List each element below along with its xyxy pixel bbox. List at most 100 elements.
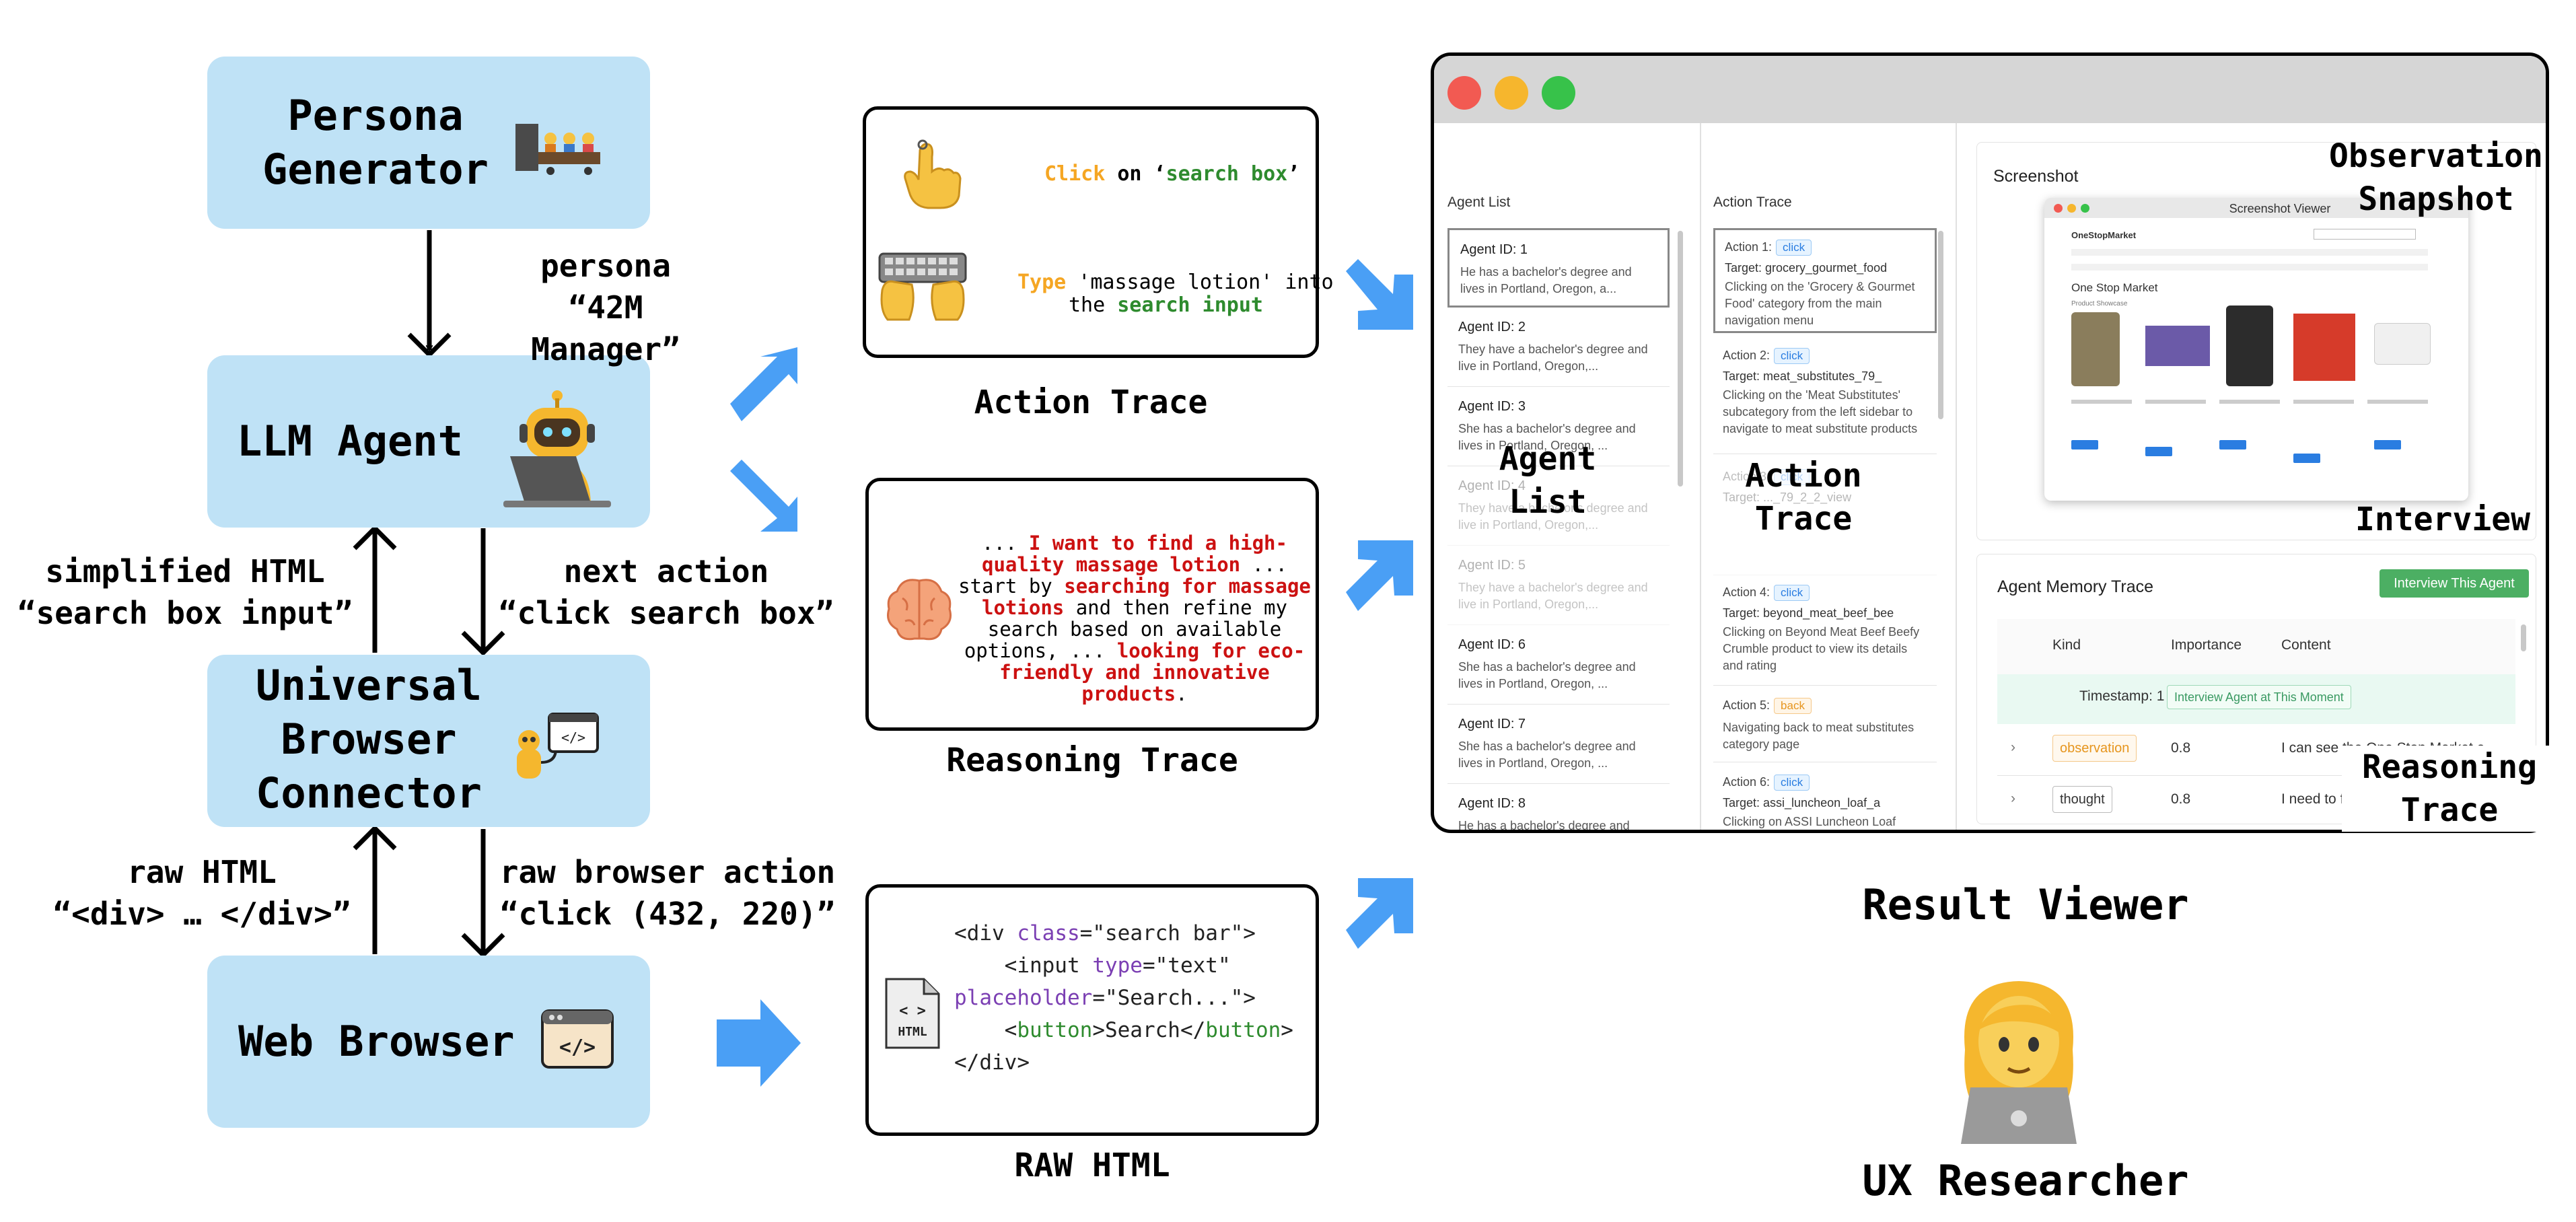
ux-researcher-icon (1961, 981, 2077, 1144)
svg-text:</>: </> (561, 729, 585, 746)
reasoning-trace-card: ... I want to find a high-quality massag… (865, 478, 1319, 731)
memory-kind-tag: observation (2052, 735, 2137, 762)
blue-arrows (717, 259, 1413, 1087)
reasoning-highlight-1: I want to find a high-quality massage lo… (982, 532, 1287, 576)
screenshot-label: Screenshot (1993, 167, 2079, 186)
window-titlebar (1434, 56, 2546, 123)
agent-desc: They have a bachelor's degree and live i… (1458, 501, 1648, 532)
mini-close-dot (2054, 204, 2063, 213)
html-file-icon: < > HTML (885, 978, 940, 1049)
action-desc: Navigating back to meat substitutes cate… (1723, 721, 1915, 751)
action-label: Action 6: (1723, 775, 1770, 789)
minimize-dot[interactable] (1495, 76, 1528, 110)
action-label: Action 3: (1723, 470, 1770, 483)
screenshot-viewer: Screenshot Viewer OneStopMarket One Stop… (2044, 198, 2468, 501)
screenshot-panel: Screenshot Screenshot Viewer OneStopMark… (1976, 142, 2536, 540)
result-viewer-caption: Result Viewer (1862, 880, 2189, 929)
universal-browser-connector-box: Universal Browser Connector </> (207, 655, 650, 827)
expand-chevron-icon[interactable]: › (2011, 791, 2015, 806)
mini-store-title: One Stop Market (2071, 281, 2158, 294)
agent-id: Agent ID: 1 (1460, 242, 1528, 257)
content-column-header: Content (2281, 637, 2331, 653)
llm-agent-title: LLM Agent (237, 417, 463, 466)
action-item[interactable]: Action 6:click Target: assi_luncheon_loa… (1713, 765, 1937, 830)
reasoning-trace-caption: Reasoning Trace (946, 742, 1238, 779)
memory-trace-panel: Agent Memory Trace Interview This Agent … (1976, 554, 2536, 824)
maximize-dot[interactable] (1542, 76, 1575, 110)
agent-list-scrollbar[interactable] (1678, 231, 1683, 487)
action-item[interactable]: Action 4:click Target: beyond_meat_beef_… (1713, 578, 1937, 686)
type-verb: Type (1017, 271, 1067, 294)
agent-desc: She has a bachelor's degree and lives in… (1458, 660, 1636, 690)
universal-browser-connector-title: Universal Browser Connector (256, 661, 482, 818)
memory-table-header (1997, 619, 2515, 675)
click-on-word: on ‘ (1105, 162, 1166, 186)
agent-desc: She has a bachelor's degree and lives in… (1458, 740, 1636, 770)
agent-id: Agent ID: 6 (1458, 637, 1526, 652)
robot-laptop-icon (503, 390, 611, 507)
reasoning-highlight-2: searching for massage lotions (982, 575, 1311, 619)
raw-html-caption: RAW HTML (1014, 1147, 1170, 1184)
action-item[interactable]: Action 5:back Navigating back to meat su… (1713, 688, 1937, 762)
agent-id: Agent ID: 5 (1458, 558, 1526, 573)
action-desc: Clicking on the 'Meat Substitutes' subca… (1723, 388, 1918, 435)
reasoning-part-4: . (1176, 682, 1188, 705)
mini-add-button (2219, 440, 2246, 450)
mini-add-button (2374, 440, 2401, 450)
mini-product-1 (2071, 312, 2120, 386)
action-label: Action 4: (1723, 585, 1770, 599)
mini-max-dot (2081, 204, 2089, 213)
agent-desc: He has a bachelor's degree and lives in … (1458, 819, 1630, 832)
expand-chevron-icon[interactable]: › (2011, 740, 2015, 755)
mini-product-4 (2293, 314, 2355, 381)
action-list: Action 1:click Target: grocery_gourmet_f… (1713, 228, 1937, 830)
interview-moment-button[interactable]: Interview Agent at This Moment (2167, 685, 2351, 709)
action-tag: back (1774, 698, 1812, 714)
arrow-raw-to-viewer (1346, 878, 1413, 949)
action-target: Target: ..._79_2_2_view (1723, 491, 1852, 504)
persona-generator-box: Persona Generator (207, 57, 650, 229)
action-tag: click (1774, 775, 1810, 791)
mini-product-2 (2145, 326, 2210, 366)
action-target: Target: beyond_meat_beef_bee (1723, 606, 1894, 620)
memory-importance: 0.8 (2171, 791, 2191, 807)
mini-add-button (2071, 440, 2098, 450)
close-dot[interactable] (1447, 76, 1481, 110)
action-desc: Clicking on Beyond Meat Beef Beefy Crumb… (1723, 625, 1920, 672)
html-code-line-3: placeholder="Search..."> (954, 986, 1256, 1010)
click-target: search box (1166, 162, 1288, 186)
memory-row[interactable] (1997, 724, 2515, 776)
action-item[interactable]: Action 1:click Target: grocery_gourmet_f… (1713, 228, 1937, 333)
memory-scrollbar[interactable] (2521, 624, 2526, 651)
action-list-scrollbar[interactable] (1938, 231, 1943, 419)
action-trace-header: Action Trace (1713, 194, 1792, 210)
agent-id: Agent ID: 2 (1458, 320, 1526, 334)
html-code-line-4: <button>Search</button> (954, 1018, 1293, 1042)
browser-code-icon: </> (541, 1009, 614, 1069)
interview-this-agent-button[interactable]: Interview This Agent (2380, 569, 2529, 598)
action-trace-caption: Action Trace (974, 384, 1208, 421)
agent-list: Agent ID: 1 He has a bachelor's degree an… (1447, 228, 1670, 832)
memory-importance: 0.8 (2171, 740, 2191, 756)
action-target: Target: meat_substitutes_79_ (1723, 369, 1882, 383)
action-target: Target: grocery_gourmet_food (1725, 261, 1888, 275)
agent-item[interactable]: Agent ID: 6 She has a bachelor's degree a… (1447, 625, 1670, 705)
timestamp-label: Timestamp: 1 (2079, 688, 2165, 704)
type-target: search input (1117, 293, 1263, 317)
action-desc: Clicking on the 'Grocery & Gourmet Food'… (1725, 280, 1915, 327)
simplified-html-label: simplified HTML “search box input” (17, 553, 353, 631)
action-item[interactable]: Action 3:click Target: ..._79_2_2_view (1713, 457, 1937, 575)
html-code-line-5: </div> (954, 1050, 1030, 1075)
arrow-to-raw-html (717, 999, 801, 1087)
action-item[interactable]: Action 2:click Target: meat_substitutes_… (1713, 336, 1937, 454)
kind-column-header: Kind (2052, 637, 2081, 653)
